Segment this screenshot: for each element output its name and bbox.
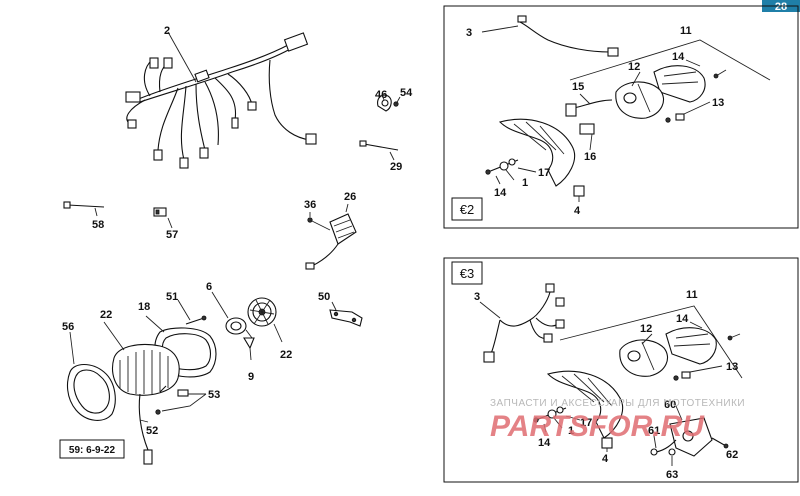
- e2-callout-12: 12: [628, 61, 640, 73]
- e2-callout-1: 1: [522, 177, 528, 189]
- callout-29: 29: [390, 161, 402, 173]
- callout-50: 50: [318, 291, 330, 303]
- headlight-rim-part: [66, 331, 116, 421]
- screws-53-part: [155, 389, 207, 415]
- note-box-text: 59: 6-9-22: [69, 445, 116, 456]
- e3-callout-1: 1: [568, 425, 574, 437]
- callout-54: 54: [400, 87, 413, 99]
- callout-57: 57: [166, 229, 178, 241]
- euro2-badge: [451, 197, 483, 221]
- page-badge-text: 28: [775, 1, 787, 13]
- e2-callout-3: 3: [466, 27, 472, 39]
- e2-callout-16: 16: [584, 151, 596, 163]
- e3-callout-14a: 14: [676, 313, 689, 325]
- bulb-holder-part: [211, 291, 255, 361]
- callout-22b: 22: [280, 349, 292, 361]
- euro2-taillight-part: [615, 71, 664, 119]
- e3-callout-11: 11: [686, 289, 698, 301]
- e3-callout-63: 63: [666, 469, 678, 481]
- e3-callout-13: 13: [726, 361, 738, 373]
- euro2-panel: [443, 5, 799, 229]
- euro2-spacer-part: [579, 123, 595, 151]
- euro3-badge: [451, 261, 483, 285]
- e2-callout-14b: 14: [494, 187, 507, 199]
- note-box: [59, 439, 125, 459]
- euro3-nut-part: [601, 437, 613, 452]
- euro3-cable-part: [479, 283, 565, 363]
- euro2-bolt-part: [485, 158, 537, 185]
- connector-part: [153, 207, 173, 229]
- horn-part: [247, 297, 283, 343]
- callout-51: 51: [166, 291, 178, 303]
- euro2-cable-part: [481, 15, 619, 57]
- callout-36: 36: [304, 199, 316, 211]
- relay-part: [305, 203, 357, 270]
- wiring-harness-part: [125, 31, 317, 169]
- e3-callout-60: 60: [664, 399, 676, 411]
- callout-53: 53: [208, 389, 220, 401]
- euro3-badge-text: €3: [460, 266, 474, 281]
- watermark-logo: PARTSFOR.RU: [490, 410, 705, 443]
- euro3-taillight-part: [619, 333, 668, 377]
- callout-26: 26: [344, 191, 356, 203]
- callout-58: 58: [92, 219, 104, 231]
- watermark-tagline: ЗАПЧАСТИ И АКСЕССУАРЫ ДЛЯ МОТОТЕХНИКИ: [490, 398, 745, 409]
- euro3-lens-part: [665, 321, 741, 365]
- e2-callout-4: 4: [574, 205, 581, 217]
- euro3-plate-light-part: [650, 435, 677, 456]
- e3-callout-12: 12: [640, 323, 652, 335]
- screw-part: [177, 299, 207, 325]
- e3-callout-4: 4: [602, 453, 609, 465]
- callout-46: 46: [375, 89, 387, 101]
- clip-part: [377, 94, 401, 112]
- callout-22a: 22: [100, 309, 112, 321]
- e3-callout-14b: 14: [538, 437, 551, 449]
- euro2-nut-part: [573, 185, 585, 202]
- euro2-lens-part: [653, 59, 727, 103]
- euro2-socket-part: [565, 93, 613, 117]
- callout-2: 2: [164, 25, 170, 37]
- e3-callout-61: 61: [648, 425, 660, 437]
- euro3-screws-13: [673, 365, 723, 381]
- euro2-screws-13: [665, 101, 711, 123]
- callout-52: 52: [146, 425, 158, 437]
- callout-9: 9: [248, 371, 254, 383]
- e3-callout-17: 17: [580, 417, 592, 429]
- euro3-bolt-part: [533, 406, 581, 433]
- euro3-plate-holder-part: [669, 405, 729, 457]
- euro2-badge-text: €2: [460, 202, 474, 217]
- e2-callout-14a: 14: [672, 51, 685, 63]
- callout-18: 18: [138, 301, 150, 313]
- e2-callout-17: 17: [538, 167, 550, 179]
- e3-bracket-11: [559, 305, 743, 379]
- leader-52: [139, 419, 149, 423]
- euro3-washer-part: [668, 448, 676, 466]
- euro2-mudguard-part: [498, 118, 576, 187]
- e2-callout-11: 11: [680, 25, 692, 37]
- e3-callout-62: 62: [726, 449, 738, 461]
- strap-part: [63, 201, 105, 217]
- bracket-part: [329, 301, 363, 327]
- e2-callout-15: 15: [572, 81, 584, 93]
- e2-bracket-11: [569, 39, 771, 81]
- cable-tie-part: [359, 140, 399, 161]
- callout-6: 6: [206, 281, 212, 293]
- e2-callout-13: 13: [712, 97, 724, 109]
- callout-56: 56: [62, 321, 74, 333]
- e3-callout-3: 3: [474, 291, 480, 303]
- euro3-panel: [443, 257, 799, 483]
